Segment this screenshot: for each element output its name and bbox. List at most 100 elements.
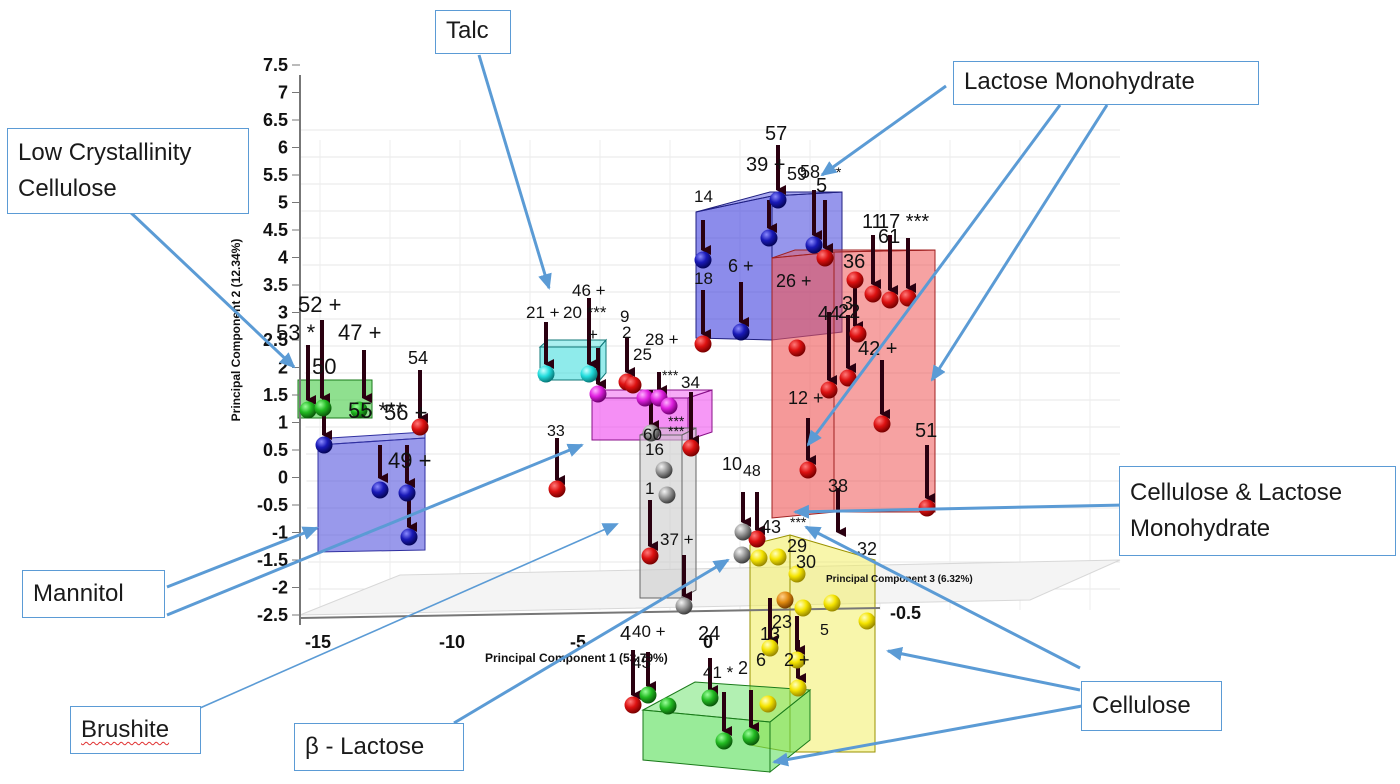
- y-tick-label: -1.5: [257, 550, 288, 570]
- y-tick-label: 3.5: [263, 275, 288, 295]
- data-point: [873, 415, 891, 433]
- point-label: 6 +: [728, 256, 754, 276]
- point-label: 54: [408, 348, 428, 368]
- data-point: [823, 594, 841, 612]
- point-label: 25: [633, 345, 652, 364]
- data-point: [846, 271, 864, 289]
- data-point: [537, 365, 555, 383]
- point-label: ***: [668, 423, 685, 439]
- callout-arrow: [166, 526, 319, 589]
- z-tick-label: -0.5: [890, 603, 921, 623]
- data-point: [701, 689, 719, 707]
- data-point: [682, 439, 700, 457]
- data-point: [636, 389, 654, 407]
- point-label: 2: [738, 658, 748, 678]
- point-label: 14: [694, 187, 713, 206]
- y-tick-label: 4.5: [263, 220, 288, 240]
- data-point: [314, 399, 332, 417]
- callout-arrow: [453, 558, 730, 725]
- point-label: 37 +: [660, 530, 694, 549]
- y-tick-label: 7: [278, 83, 288, 103]
- data-point: [715, 732, 733, 750]
- data-point: [788, 339, 806, 357]
- point-label: 3: [842, 293, 853, 315]
- data-point: [371, 481, 389, 499]
- y-tick-label: 6: [278, 138, 288, 158]
- callout-arrow: [126, 208, 296, 369]
- y-tick-label: 5.5: [263, 165, 288, 185]
- data-point: [624, 376, 642, 394]
- callout-arrow: [930, 104, 1109, 382]
- callout-cellulose: Cellulose: [1081, 681, 1222, 731]
- point-label: 5: [816, 175, 827, 197]
- point-label: 21 +: [526, 303, 560, 322]
- callout-beta-lactose: β - Lactose: [294, 723, 464, 771]
- callout-arrow: [806, 104, 1062, 447]
- data-point: [820, 381, 838, 399]
- point-label: 5: [820, 622, 829, 639]
- point-label: 45: [632, 653, 651, 672]
- data-point: [750, 549, 768, 567]
- point-label: 38: [828, 476, 848, 496]
- point-label: 57: [765, 123, 787, 145]
- point-label: ***: [668, 413, 685, 429]
- point-label: 2: [622, 323, 631, 342]
- point-label: 41 *: [703, 663, 734, 682]
- data-point: [748, 530, 766, 548]
- data-point: [776, 591, 794, 609]
- z-axis-label: Principal Component 3 (6.32%): [826, 574, 973, 585]
- point-label: 10: [722, 454, 742, 474]
- point-label: 52 +: [298, 292, 341, 317]
- data-point: [759, 695, 777, 713]
- data-point: [299, 401, 317, 419]
- y-tick-label: -2: [272, 578, 288, 598]
- floor-plane: [299, 559, 1121, 616]
- point-label: 58: [800, 162, 820, 182]
- point-label: 36: [843, 251, 865, 273]
- data-point: [659, 697, 677, 715]
- box-mannitol-front: [317, 437, 426, 553]
- data-point: [580, 365, 598, 383]
- point-label: 4: [620, 623, 631, 645]
- data-point: [642, 424, 660, 442]
- x-axis-label: Principal Component 1 (53.79%): [485, 651, 668, 665]
- point-label: 56 +: [384, 400, 427, 425]
- data-point: [761, 639, 779, 657]
- y-tick-label: 7.5: [263, 55, 288, 75]
- callout-lactose-monohydrate: Lactose Monohydrate: [953, 61, 1259, 105]
- data-point: [805, 236, 823, 254]
- y-tick-label: 0.5: [263, 440, 288, 460]
- point-label: 48: [743, 463, 761, 480]
- data-point: [350, 401, 368, 419]
- point-label: 46 +: [572, 281, 606, 300]
- box-beta-lactose-front: [642, 709, 771, 773]
- callout-arrow: [804, 525, 1081, 670]
- point-label: 47 +: [338, 320, 381, 345]
- x-tick-label: 0: [703, 632, 713, 652]
- data-point: [675, 597, 693, 615]
- point-label: 34: [681, 373, 700, 392]
- y-tick-label: 5: [278, 193, 288, 213]
- data-point: [694, 251, 712, 269]
- point-label: 53 *: [276, 320, 316, 345]
- point-label: 12 +: [788, 388, 824, 408]
- y-tick-label: 0: [278, 468, 288, 488]
- callout-arrow: [793, 503, 1126, 519]
- data-point: [849, 325, 867, 343]
- y-tick-label: 1: [278, 413, 288, 433]
- data-point: [858, 612, 876, 630]
- data-point: [732, 323, 750, 341]
- data-point: [881, 291, 899, 309]
- x-tick-label: -15: [305, 632, 331, 652]
- point-label: 30: [796, 552, 816, 572]
- point-label: 13: [760, 624, 780, 644]
- point-label: ***: [662, 367, 679, 383]
- point-label: 24: [698, 623, 720, 645]
- point-label: 43: [761, 517, 781, 537]
- point-label: +: [588, 325, 598, 344]
- data-point: [624, 696, 642, 714]
- point-label: 22: [838, 301, 860, 323]
